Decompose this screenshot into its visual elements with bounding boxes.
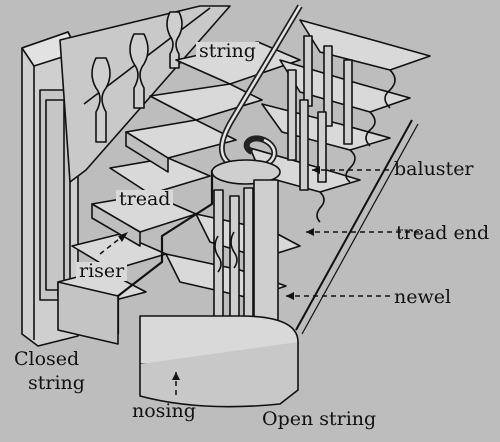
label-nosing: nosing [132, 400, 196, 422]
label-open-string: Open string [262, 408, 377, 430]
label-closed-line1: Closed [14, 348, 80, 370]
closed-newel-post [21, 31, 79, 347]
label-baluster: baluster [394, 158, 474, 180]
right-balusters [287, 35, 353, 191]
bottom-curtail-step [139, 119, 419, 408]
label-string: string [196, 42, 259, 61]
label-tread: tread [116, 190, 174, 209]
label-riser: riser [76, 262, 128, 281]
label-newel: newel [394, 286, 452, 308]
label-tread-end: tread end [396, 222, 490, 244]
leader-arrowheads [118, 166, 320, 380]
label-closed-line2: string [28, 372, 85, 394]
left-balusters [91, 11, 183, 143]
